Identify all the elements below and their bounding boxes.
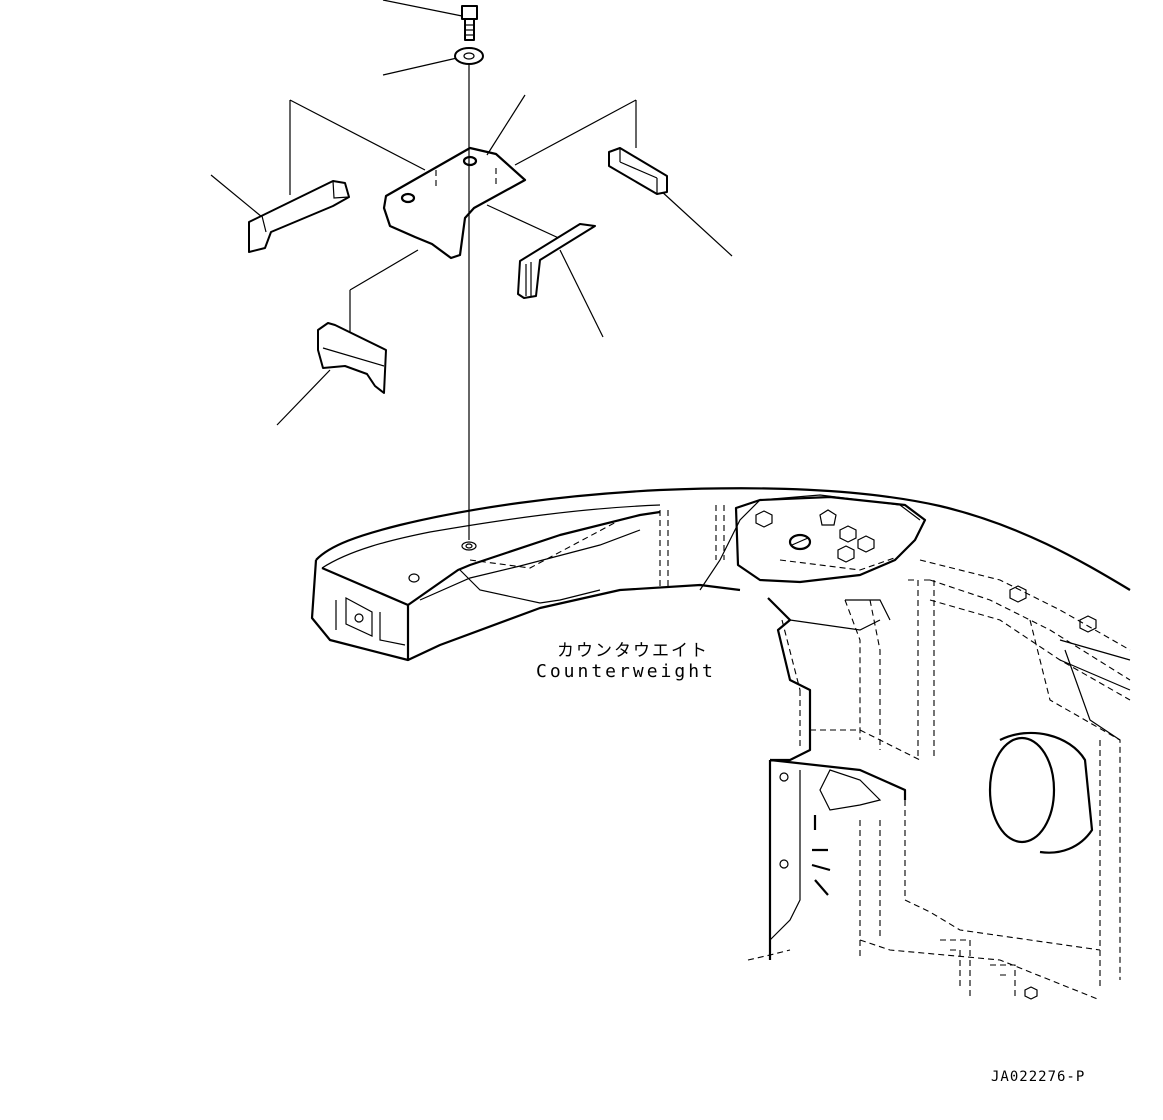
bent-strip-part [517,223,604,338]
leader-line-washer [382,57,458,76]
right-block [608,147,668,195]
bracket-plate-part [382,94,527,260]
leader-line-bracket [486,94,526,156]
part-name-japanese: カウンタウエイト [557,641,709,661]
bracket-plate [382,146,527,260]
upper-frame [734,495,927,584]
part-name-english: Counterweight [536,661,716,682]
leader-line-lower-pad [276,369,331,426]
bolt-part [382,0,478,41]
center-column [767,597,812,762]
leader-line-right-block [659,189,733,257]
guide-lines [289,99,637,345]
bolt-head [461,5,478,20]
leader-line-strip [559,249,604,338]
right-block-part [608,147,733,257]
leader-line-left-pad [210,174,263,218]
left-long-pad [248,180,350,253]
bent-strip [517,223,596,299]
counterweight-body [310,487,1131,1001]
counterweight-top-edge [315,487,1131,591]
lower-pad-part [276,322,387,426]
left-long-pad-part [210,174,350,253]
mount-hole [461,541,477,551]
washer [454,47,484,65]
washer-part [382,47,484,76]
round-port [988,736,1056,844]
leader-line-bolt [382,0,463,17]
lower-pad [317,322,387,394]
drawing-code: JA022276-P [991,1069,1086,1085]
